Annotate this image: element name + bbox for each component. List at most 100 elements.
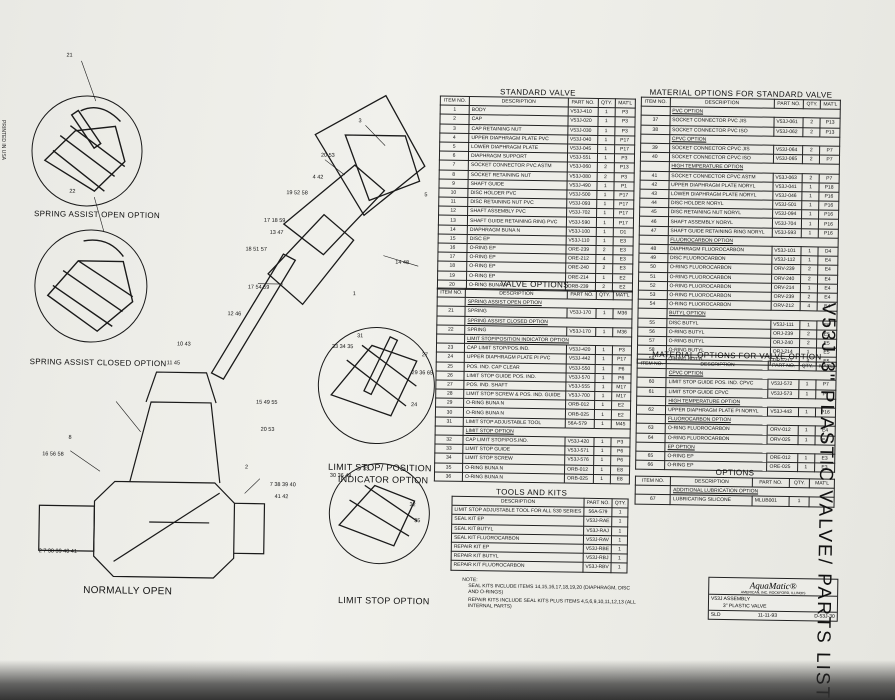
table-cell (436, 333, 465, 344)
table-cell: 27 (435, 379, 464, 390)
callout: 2 (245, 464, 248, 470)
table-cell: V53J-RAE (583, 516, 613, 527)
table-cell: 1 (611, 517, 629, 527)
spring-open-detail-circle (31, 95, 143, 207)
table-cell: 1 (595, 363, 612, 374)
column-header: PART NO. (583, 498, 613, 508)
table-cell: ORB-025 (565, 409, 595, 420)
parts-sheet: 21 3 20 53 4 42 19 52 58 17 18 59 13 47 … (17, 0, 895, 700)
table-cell: 1 (802, 191, 820, 202)
table-cell: P3 (611, 345, 632, 356)
table-cell: E8 (609, 465, 630, 475)
table-cell: 40 (640, 152, 670, 162)
table-cell: 24 (436, 352, 465, 362)
table-cell: LUBRICATING SILICONE (670, 495, 753, 506)
column-header: QTY. (788, 478, 810, 489)
table-cell: P17 (611, 355, 632, 365)
table-cell: P1 (613, 181, 635, 191)
table-cell: 1 (597, 126, 615, 136)
table-cell: V53J-170 (567, 308, 597, 319)
table-cell: V53J-062 (773, 126, 804, 137)
table-cell: V53J-420 (566, 345, 596, 355)
table-cell: V53J-571 (564, 446, 594, 456)
table-cell: 33 (434, 444, 463, 454)
limit-stop-option-label: LIMIT STOP OPTION (337, 594, 430, 607)
table-cell: V53J-094 (772, 209, 802, 220)
table-cell (641, 106, 670, 116)
column-header: ITEM NO. (641, 97, 671, 107)
table-cell: V53J-RBE (583, 544, 612, 554)
table-cell: 1 (801, 209, 819, 220)
table-cell: P13 (820, 118, 841, 128)
table-cell: 44 (639, 198, 669, 208)
table-cell: 48 (638, 244, 668, 254)
table-cell: 1 (597, 144, 615, 154)
table-cell: 11 (438, 197, 468, 207)
table-cell: 1 (797, 407, 816, 418)
table-cell: 1 (596, 208, 614, 219)
column-header: ITEM NO. (440, 95, 470, 106)
table-cell: 17 (437, 252, 468, 262)
table-cell: 12 (438, 206, 468, 216)
table-cell: 67 (635, 494, 671, 505)
callout: 11 45 (167, 360, 180, 366)
table-cell: P18 (819, 182, 840, 193)
table-cell: V53J-RBJ (583, 553, 612, 564)
table-cell: 2 (595, 263, 613, 274)
table-cell: P16 (818, 201, 839, 211)
table-cell: 4 (439, 132, 469, 143)
table-cell: 3 (439, 123, 470, 134)
callout: 13 47 (270, 230, 284, 236)
table-cell: 51 (638, 271, 668, 282)
column-header: PART NO. (768, 361, 799, 371)
table-cell: ORE-239 (565, 244, 596, 255)
table-cell: P16 (818, 210, 839, 220)
table-cell: 25 (436, 361, 465, 372)
table-cell: 1 (801, 228, 819, 238)
table-cell: 1 (801, 219, 819, 229)
table-cell: ORJ-239 (770, 328, 801, 339)
table-cell: 2 (802, 154, 820, 165)
table-cell: 2 (799, 329, 817, 339)
table-cell: V53J-045 (567, 143, 598, 154)
table-cell: 39 (640, 143, 670, 153)
table-cell: V53J-080 (566, 171, 597, 182)
table-cell: 1 (800, 320, 818, 330)
callout: 27 (422, 352, 428, 358)
table-cell: 1 (593, 455, 611, 466)
table-cell: P16 (818, 228, 839, 239)
table-cell: REPAIR KIT FLUOROCARBON (450, 560, 584, 572)
printed-in-usa: PRINTED IN USA (0, 120, 6, 161)
column-header: MAT'L (612, 290, 633, 301)
table-cell: 1 (612, 507, 629, 518)
table-cell: ORJ-240 (770, 338, 800, 348)
callout: 17 54 59 (248, 284, 270, 290)
indicator-option-label: INDICATOR OPTION (337, 473, 429, 486)
table-cell: V53J-702 (566, 208, 597, 218)
table-cell (640, 133, 670, 144)
table-cell: P17 (613, 218, 634, 228)
callout: 18 51 57 (245, 246, 267, 252)
table-cell (637, 368, 667, 378)
table-cell: ORV-012 (767, 425, 798, 436)
table-cell: 1 (593, 474, 610, 484)
table-cell: V53J-500 (566, 189, 597, 200)
table-cell: E2 (611, 400, 631, 411)
table-cell: 49 (638, 253, 668, 263)
material-standard-block: MATERIAL OPTIONS FOR STANDARD VALVE ITEM… (637, 88, 841, 368)
callout: 8 (68, 435, 71, 441)
table-cell: 1 (800, 283, 818, 293)
table-cell: V53J-550 (566, 363, 596, 374)
callout: 7 38 39 40 (270, 482, 296, 488)
table-cell: 55 (637, 317, 667, 328)
table-cell: 31 (435, 416, 464, 427)
table-cell: 1 (611, 563, 628, 573)
table-cell: M17 (611, 382, 631, 393)
table-cell: 36 (434, 471, 463, 482)
table-cell: P7 (819, 145, 840, 156)
